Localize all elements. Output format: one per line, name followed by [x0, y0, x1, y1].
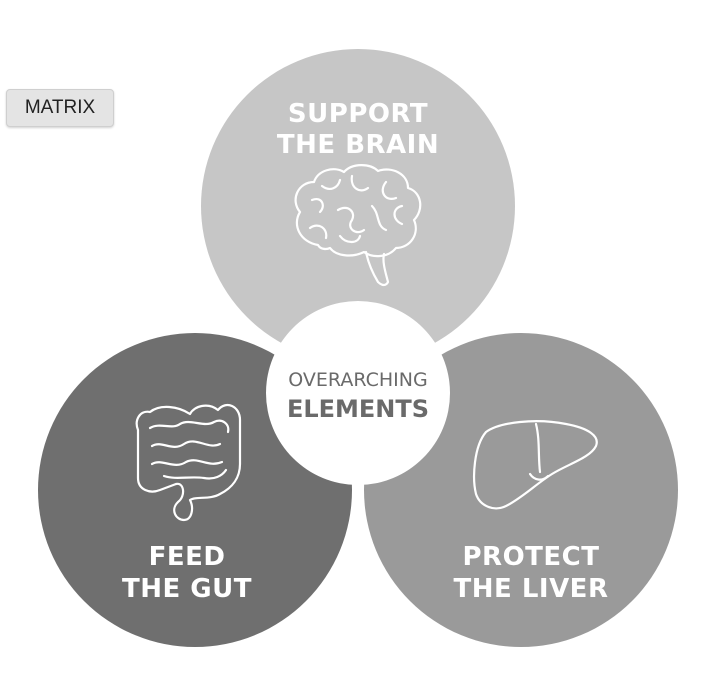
intestines-icon [135, 403, 242, 522]
right-label-line1: PROTECT [463, 542, 600, 572]
center-label-line1: OVERARCHING [288, 369, 427, 391]
matrix-button[interactable]: MATRIX [6, 89, 114, 127]
center-label-line2: ELEMENTS [287, 395, 429, 423]
brain-segment [201, 49, 515, 363]
liver-icon [473, 420, 598, 510]
right-label-line2: THE LIVER [454, 574, 609, 604]
top-label-line1: SUPPORT [288, 99, 428, 129]
brain-circle [201, 49, 515, 363]
center-circle [266, 301, 450, 485]
left-label-line1: FEED [149, 542, 226, 572]
brain-icon [294, 164, 422, 287]
left-label-line2: THE GUT [122, 574, 252, 604]
top-label-line2: THE BRAIN [277, 130, 439, 160]
